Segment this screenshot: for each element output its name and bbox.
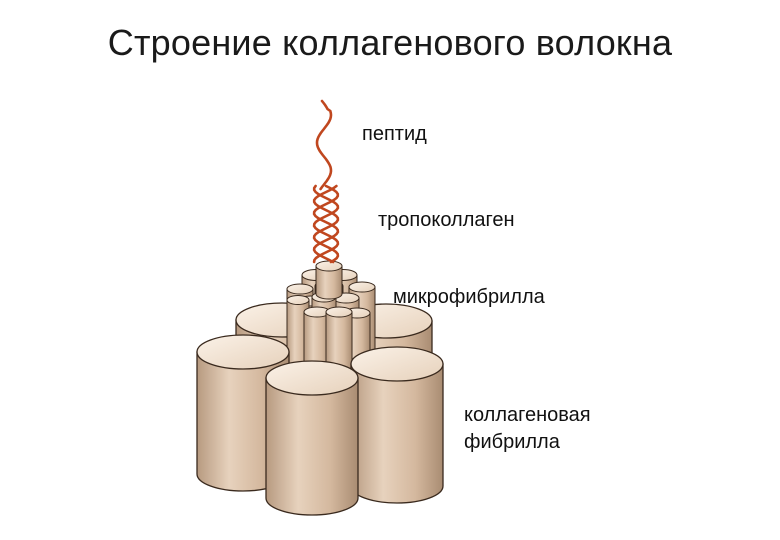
tropocollagen-rod <box>316 261 342 299</box>
tropocollagen-triple-helix <box>314 186 338 262</box>
peptide-chain <box>317 101 331 189</box>
label-microfibril: микрофибрилла <box>393 284 545 311</box>
tropocollagen-cylinder <box>316 261 342 299</box>
label-peptide: пептид <box>362 121 427 148</box>
label-tropocollagen: тропоколлаген <box>378 207 515 234</box>
label-collagen-fibril-line2: фибрилла <box>464 429 591 456</box>
collagen-fibril-front-center <box>266 361 358 515</box>
label-collagen-fibril: коллагеновая фибрилла <box>464 402 591 456</box>
collagen-fibril-front-right <box>351 347 443 503</box>
front-collagen-fibrils <box>197 335 443 515</box>
peptide-strand <box>317 101 331 189</box>
label-collagen-fibril-line1: коллагеновая <box>464 402 591 429</box>
microfibril-strand <box>326 307 352 371</box>
